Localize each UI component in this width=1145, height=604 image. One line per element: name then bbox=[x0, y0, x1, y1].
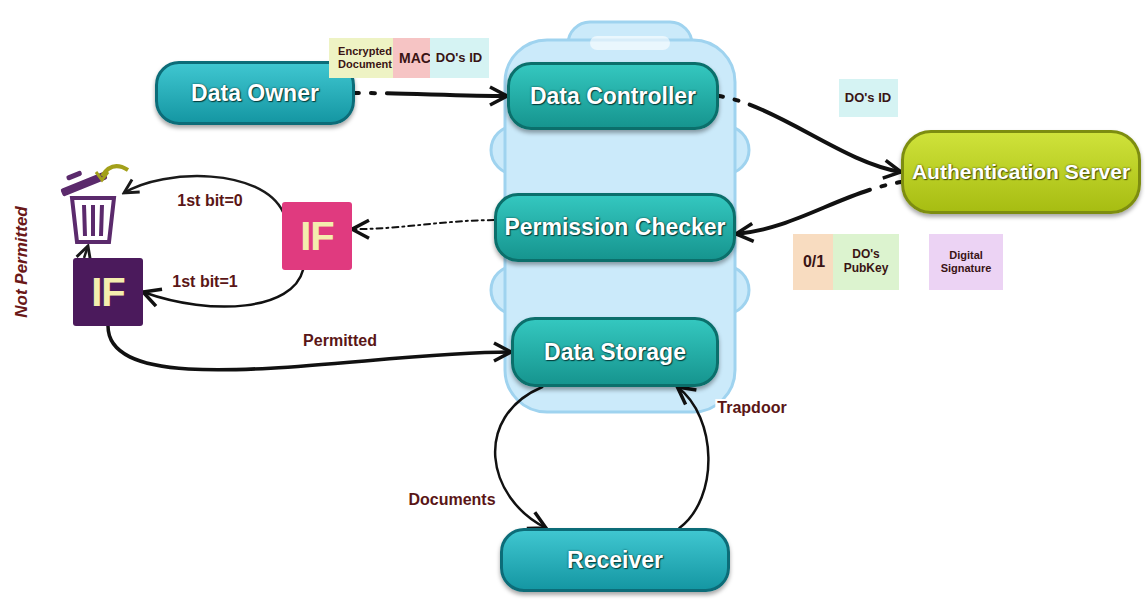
node-text: Permission Checker bbox=[504, 215, 725, 239]
message-field: DO's PubKey bbox=[833, 234, 899, 290]
flow-arrow bbox=[108, 326, 511, 370]
node-text: DO's PubKey bbox=[836, 248, 896, 276]
flow-arrow bbox=[143, 270, 303, 307]
edge-label: 1st bit=1 bbox=[170, 273, 239, 291]
flow-arrow bbox=[352, 220, 494, 229]
discard-arrow bbox=[124, 176, 283, 212]
node-text: Receiver bbox=[567, 548, 663, 572]
node-text: Data Owner bbox=[191, 81, 319, 105]
flow-arrow bbox=[495, 387, 546, 528]
server-box: Authentication Server bbox=[901, 130, 1141, 214]
trash-can bbox=[60, 166, 128, 242]
cloud-container bbox=[491, 22, 749, 412]
message-field: Encrypted Document bbox=[329, 38, 401, 78]
node-text: Digital Signature bbox=[932, 249, 1000, 274]
edge-label: Permitted bbox=[301, 332, 379, 350]
node-text: Data Controller bbox=[530, 84, 696, 108]
node-text: Data Storage bbox=[544, 340, 686, 364]
decision-box: IF bbox=[73, 258, 143, 326]
node-text: Encrypted Document bbox=[332, 45, 398, 70]
message-field: DO's ID bbox=[839, 79, 898, 117]
decision-box: IF bbox=[282, 202, 352, 270]
edge-label: Trapdoor bbox=[715, 399, 788, 417]
node-text: MAC bbox=[399, 50, 431, 66]
node-text: IF bbox=[300, 214, 334, 259]
flow-arrow bbox=[355, 93, 507, 96]
node-text: DO's ID bbox=[436, 51, 482, 66]
process-box: Data Owner bbox=[155, 61, 355, 125]
process-box: Receiver bbox=[500, 528, 730, 592]
edge-label: Documents bbox=[406, 491, 497, 509]
node-text: DO's ID bbox=[845, 91, 891, 106]
node-text: Authentication Server bbox=[912, 161, 1130, 183]
branch-label: Not Permitted bbox=[12, 204, 32, 319]
process-box: Data Controller bbox=[507, 62, 719, 130]
discard-arrow bbox=[84, 246, 88, 258]
branch-label: 1st bit=0 bbox=[175, 192, 244, 210]
message-field: Digital Signature bbox=[929, 234, 1003, 290]
process-box: Data Storage bbox=[511, 317, 719, 387]
cloud-handle bbox=[590, 36, 670, 50]
process-box: Permission Checker bbox=[494, 193, 736, 262]
message-field: 0/1 bbox=[793, 234, 835, 290]
message-field: DO's ID bbox=[430, 38, 489, 78]
flow-arrow bbox=[736, 182, 901, 234]
flow-arrow bbox=[677, 387, 708, 528]
node-text: 0/1 bbox=[803, 253, 825, 271]
node-text: IF bbox=[91, 270, 125, 315]
